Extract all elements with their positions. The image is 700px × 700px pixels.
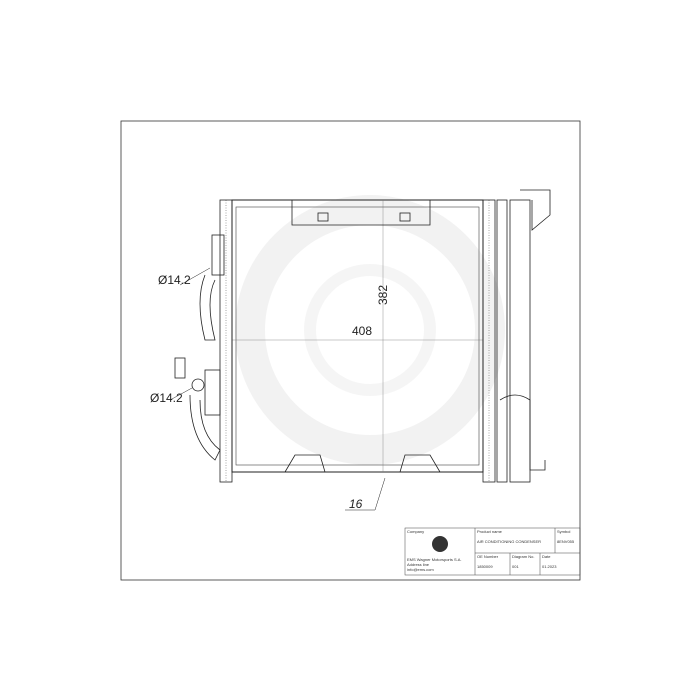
height-dimension: 382 [376,285,390,305]
width-dimension: 408 [352,324,372,338]
outlet-pipe [174,357,221,461]
outlet-diameter-label: Ø14.2 [150,391,183,405]
title-block [404,527,581,576]
inlet-pipe [199,234,225,341]
bottom-feet [284,454,441,473]
company-line: EMS Wagner Motorsports S.A. [407,557,462,562]
depth-leader-arrow [374,477,386,511]
drawing-no: 001 [512,564,519,569]
symbol-label: Symbol [557,529,570,534]
drawing-no-label: Diagram No. [512,554,534,559]
date-label: Date [542,554,551,559]
symbol: 8ENV055 [557,539,575,544]
side-view-bracket [496,189,551,483]
depth-dimension: 16 [349,497,363,511]
company-logo [432,536,448,552]
company-line: Address line [407,562,430,567]
product-name-label: Product name [477,529,503,534]
inlet-leader [179,267,211,286]
company-line: info@ems.com [407,567,434,572]
top-brackets [291,200,431,226]
inlet-diameter-label: Ø14.2 [158,273,191,287]
oe-number: 1850009 [477,564,493,569]
left-tank [219,199,233,483]
watermark-gear-logo [235,195,505,465]
oe-number-label: OE Number [477,554,499,559]
company-label: Company [407,529,424,534]
sheet-frame [120,120,581,581]
date: 01.2023 [542,564,557,569]
right-tank [482,199,496,483]
product-name: AIR CONDITIONING CONDENSER [477,539,541,544]
outlet-leader [169,387,193,401]
